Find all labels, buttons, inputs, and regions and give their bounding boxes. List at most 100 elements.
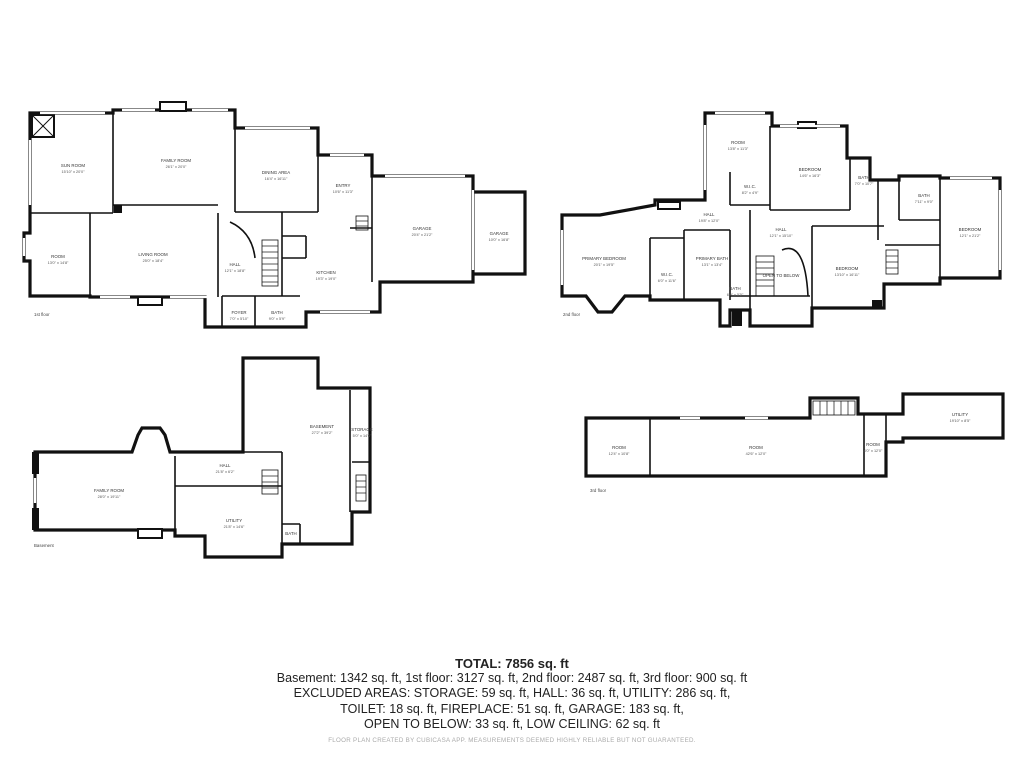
svg-text:GARAGE: GARAGE	[413, 226, 432, 231]
third-floor-plan	[584, 392, 1005, 478]
svg-text:26'1" x 20'0": 26'1" x 20'0"	[166, 165, 187, 169]
svg-text:HALL: HALL	[704, 212, 716, 217]
side-garage-wall	[472, 190, 527, 276]
open-to-below-curve	[781, 247, 809, 297]
svg-text:BEDROOM: BEDROOM	[959, 227, 982, 232]
svg-text:8'2" x 4'9": 8'2" x 4'9"	[742, 191, 759, 195]
fireplace-icon	[137, 296, 163, 306]
svg-text:7'0" x 10'7": 7'0" x 10'7"	[855, 182, 874, 186]
basement-label: Basement	[34, 543, 55, 548]
second-floor-interior-walls	[649, 113, 941, 310]
svg-text:BASEMENT: BASEMENT	[310, 424, 334, 429]
svg-text:BEDROOM: BEDROOM	[799, 167, 822, 172]
disclaimer: FLOOR PLAN CREATED BY CUBICASA APP. MEAS…	[328, 737, 696, 745]
svg-text:LIVING ROOM: LIVING ROOM	[138, 252, 168, 257]
basement-interior-walls	[174, 390, 370, 544]
svg-text:HALL: HALL	[220, 463, 232, 468]
first-floor-interior-walls	[30, 113, 373, 327]
floor-labels: 1st floor 2nd floor Basement 3rd floor	[34, 312, 607, 548]
svg-text:SUN ROOM: SUN ROOM	[61, 163, 85, 168]
basement-outer-wall	[33, 356, 372, 559]
svg-text:STORAGE: STORAGE	[351, 427, 372, 432]
svg-text:ROOM: ROOM	[749, 445, 763, 450]
svg-text:6'0" x 11'6": 6'0" x 11'6"	[658, 279, 677, 283]
excluded-areas-line-2: TOILET: 18 sq. ft, FIREPLACE: 51 sq. ft,…	[340, 701, 684, 716]
first-floor-windows	[22, 108, 475, 314]
third-floor-stairs	[812, 400, 856, 416]
svg-text:FAMILY ROOM: FAMILY ROOM	[94, 488, 124, 493]
svg-text:10'0" x 16'8": 10'0" x 16'8"	[489, 238, 510, 242]
room-label: HALL 12'1" x 15'10"	[770, 227, 794, 238]
svg-text:W.I.C.: W.I.C.	[661, 272, 673, 277]
room-label: PRIMARY BEDROOM 20'1" x 19'5"	[582, 256, 626, 267]
svg-text:ENTRY: ENTRY	[336, 183, 351, 188]
svg-text:20'1" x 19'5": 20'1" x 19'5"	[594, 263, 615, 267]
room-label: W.I.C. 6'0" x 11'6"	[658, 272, 677, 283]
floor-plan-drawing: 1st floor 2nd floor Basement 3rd floor S…	[22, 101, 1005, 559]
svg-text:25'0" x 18'4": 25'0" x 18'4"	[143, 259, 164, 263]
first-floor-outer-wall	[22, 108, 475, 329]
svg-text:7'11" x 9'0": 7'11" x 9'0"	[915, 200, 934, 204]
first-floor-label: 1st floor	[34, 312, 50, 317]
svg-text:UTILITY: UTILITY	[226, 518, 242, 523]
svg-text:13'1" x 13'4": 13'1" x 13'4"	[702, 263, 723, 267]
basement-column-icon	[32, 452, 39, 474]
basement-plan	[32, 356, 372, 559]
svg-text:13'8" x 11'3": 13'8" x 11'3"	[728, 147, 749, 151]
area-summary: TOTAL: 7856 sq. ft Basement: 1342 sq. ft…	[0, 656, 1024, 745]
svg-text:27'2" x 39'2": 27'2" x 39'2"	[312, 431, 333, 435]
excluded-areas-line-1: EXCLUDED AREAS: STORAGE: 59 sq. ft, HALL…	[293, 686, 731, 701]
svg-text:W.I.C.: W.I.C.	[744, 184, 756, 189]
svg-text:PRIMARY BEDROOM: PRIMARY BEDROOM	[582, 256, 626, 261]
second-floor-plan	[560, 111, 1002, 328]
third-floor-outer-wall	[584, 392, 1005, 478]
svg-text:15'10" x 20'0": 15'10" x 20'0"	[62, 170, 86, 174]
svg-text:BATH: BATH	[285, 531, 296, 536]
second-floor-label: 2nd floor	[563, 312, 581, 317]
svg-text:13'0" x 14'8": 13'0" x 14'8"	[48, 261, 69, 265]
svg-text:19'8" x 12'0": 19'8" x 12'0"	[699, 219, 720, 223]
chimney-icon	[159, 101, 187, 112]
svg-text:HALL: HALL	[776, 227, 788, 232]
room-label: OPEN TO BELOW	[763, 273, 801, 278]
second-floor-stairs	[755, 249, 899, 297]
svg-text:14'6" x 16'3": 14'6" x 16'3"	[800, 174, 821, 178]
svg-text:7'0" x 5'10": 7'0" x 5'10"	[230, 317, 249, 321]
second-floor-fireplace-icon	[657, 201, 681, 210]
excluded-areas-line-3: OPEN TO BELOW: 33 sq. ft, LOW CEILING: 6…	[364, 716, 660, 731]
sunroom-fireplace-icon	[31, 114, 55, 138]
third-floor-interior-walls	[649, 414, 887, 476]
room-label: HALL 21'8" x 6'2"	[216, 463, 235, 474]
room-label: SUN ROOM 15'10" x 20'0"	[61, 163, 85, 174]
svg-text:9'0" x 5'9": 9'0" x 5'9"	[269, 317, 286, 321]
svg-text:12'1" x 15'10": 12'1" x 15'10"	[770, 234, 794, 238]
svg-text:ROOM: ROOM	[731, 140, 745, 145]
svg-text:19'10" x 8'5": 19'10" x 8'5"	[950, 419, 971, 423]
room-label: BATH 9'0" x 5'9"	[269, 310, 286, 321]
svg-text:28'0" x 19'11": 28'0" x 19'11"	[98, 495, 121, 499]
svg-text:ROOM: ROOM	[612, 445, 626, 450]
svg-text:21'8" x 6'2": 21'8" x 6'2"	[216, 470, 235, 474]
svg-text:12'1" x 18'8": 12'1" x 18'8"	[225, 269, 246, 273]
svg-text:BEDROOM: BEDROOM	[836, 266, 859, 271]
room-label: LIVING ROOM 25'0" x 18'4"	[138, 252, 168, 263]
column-icon	[114, 205, 122, 213]
room-label: BATH	[285, 531, 296, 536]
svg-text:PRIMARY BATH: PRIMARY BATH	[696, 256, 728, 261]
svg-text:4'0" x 12'0": 4'0" x 12'0"	[864, 449, 883, 453]
second-floor-windows	[560, 111, 1002, 307]
svg-text:BATH: BATH	[271, 310, 282, 315]
first-floor-plan	[22, 101, 527, 329]
